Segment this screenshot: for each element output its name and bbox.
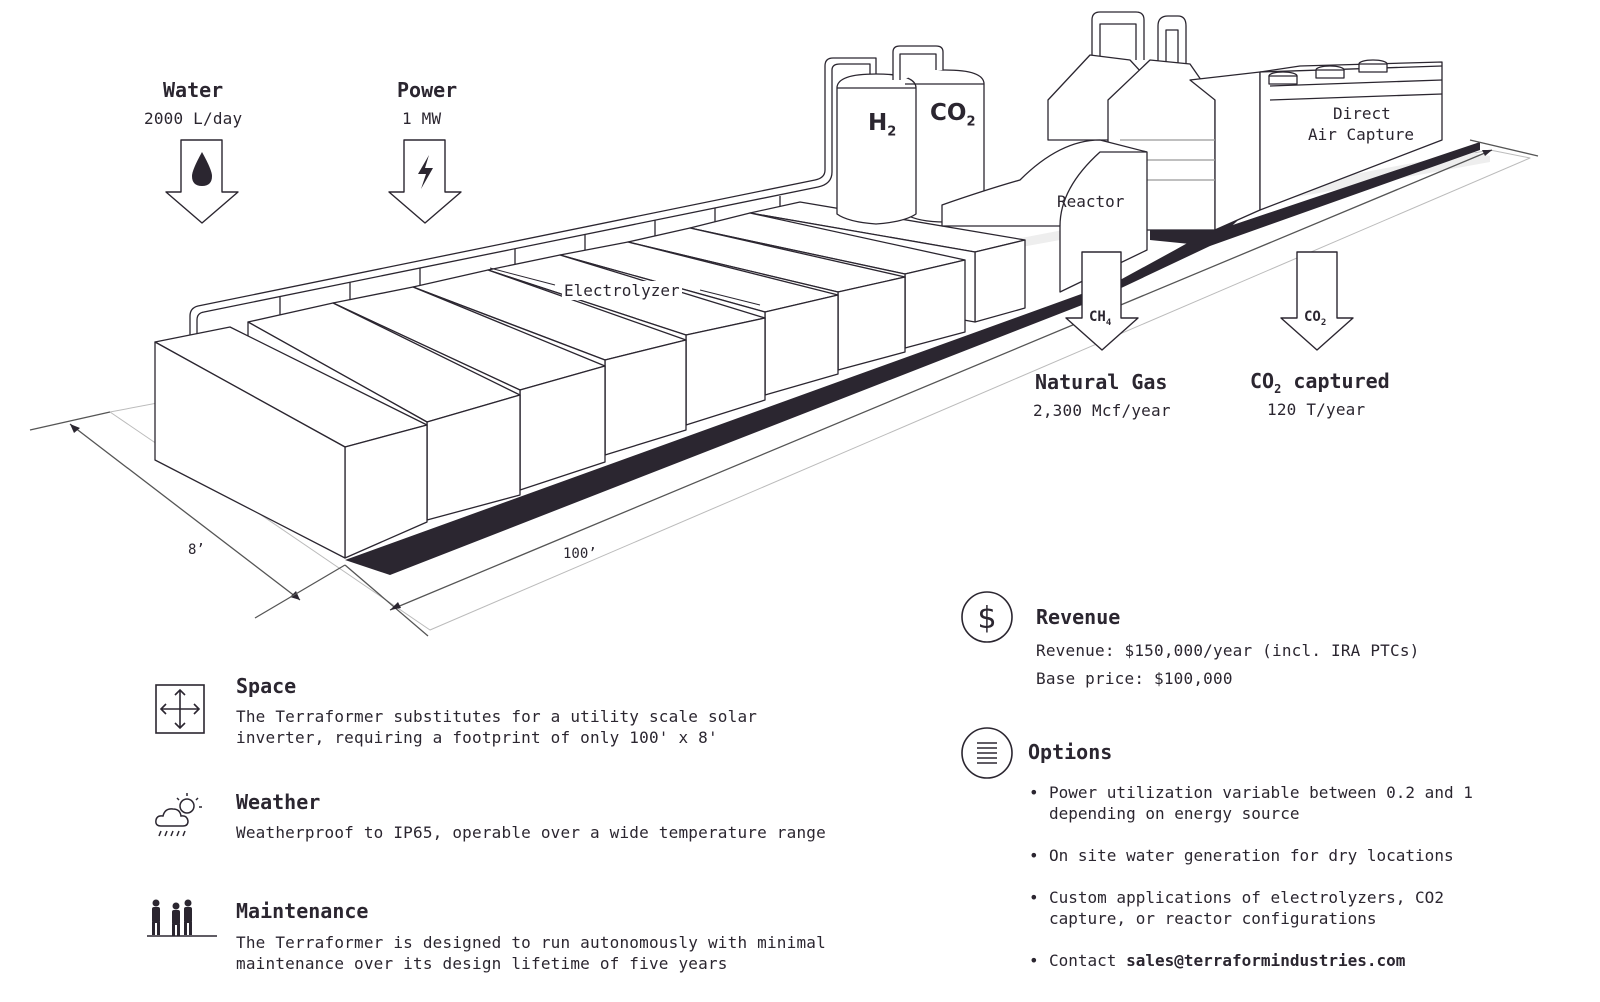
option-item: On site water generation for dry locatio…	[1027, 845, 1527, 866]
output-arrows	[1065, 251, 1354, 351]
contact-email-link[interactable]: sales@terraformindustries.com	[1126, 951, 1406, 970]
natural-gas-title: Natural Gas	[1035, 370, 1168, 394]
reactor-label: Reactor	[1057, 192, 1125, 211]
space-title: Space	[236, 674, 297, 698]
base-shadow	[345, 142, 1480, 575]
space-text: The Terraformer substitutes for a utilit…	[236, 707, 758, 747]
options-list: Power utilization variable between 0.2 a…	[1027, 782, 1527, 992]
water-value: 2000 L/day	[144, 109, 243, 128]
maintenance-title: Maintenance	[236, 899, 369, 923]
dac-label-line1: Direct	[1333, 104, 1391, 123]
maintenance-text: The Terraformer is designed to run auton…	[236, 933, 826, 973]
terraformer-diagram	[29, 11, 1539, 637]
co2-tank-label: CO2	[930, 100, 976, 130]
co2-captured-value: 120 T/year	[1267, 400, 1366, 419]
option-item: Custom applications of electrolyzers, CO…	[1027, 887, 1527, 929]
option-contact: Contact sales@terraformindustries.com	[1027, 950, 1527, 971]
revenue-title: Revenue	[1036, 605, 1121, 629]
footprint-arrows-icon	[155, 684, 205, 734]
h2-tank-label: H2	[868, 110, 897, 140]
people-icon	[147, 899, 217, 937]
power-value: 1 MW	[402, 109, 442, 128]
power-title: Power	[397, 78, 458, 102]
lightning-icon	[418, 155, 433, 189]
revenue-line1: Revenue: $150,000/year (incl. IRA PTCs)	[1036, 641, 1420, 660]
storage-tanks	[836, 45, 985, 225]
options-title: Options	[1028, 740, 1113, 764]
svg-text:$: $	[977, 601, 996, 636]
weather-icon	[155, 793, 202, 837]
weather-text: Weatherproof to IP65, operable over a wi…	[236, 823, 826, 842]
ch4-arrow-label: CH4	[1089, 309, 1112, 328]
pipe-rail	[189, 57, 877, 335]
water-title: Water	[163, 78, 224, 102]
co2-arrow-label: CO2	[1304, 309, 1327, 328]
dollar-icon: $	[961, 591, 1013, 643]
revenue-line2: Base price: $100,000	[1036, 669, 1233, 688]
natural-gas-value: 2,300 Mcf/year	[1033, 401, 1171, 420]
electrolyzer-label: Electrolyzer	[562, 281, 682, 300]
dac-label-line2: Air Capture	[1308, 125, 1414, 144]
weather-title: Weather	[236, 790, 321, 814]
water-drop-icon	[192, 152, 212, 186]
dimension-length: 100’	[563, 546, 597, 562]
list-icon	[961, 727, 1013, 779]
co2-captured-title: CO2 captured	[1250, 369, 1390, 396]
option-item: Power utilization variable between 0.2 a…	[1027, 782, 1527, 824]
dimension-width: 8’	[188, 542, 205, 558]
